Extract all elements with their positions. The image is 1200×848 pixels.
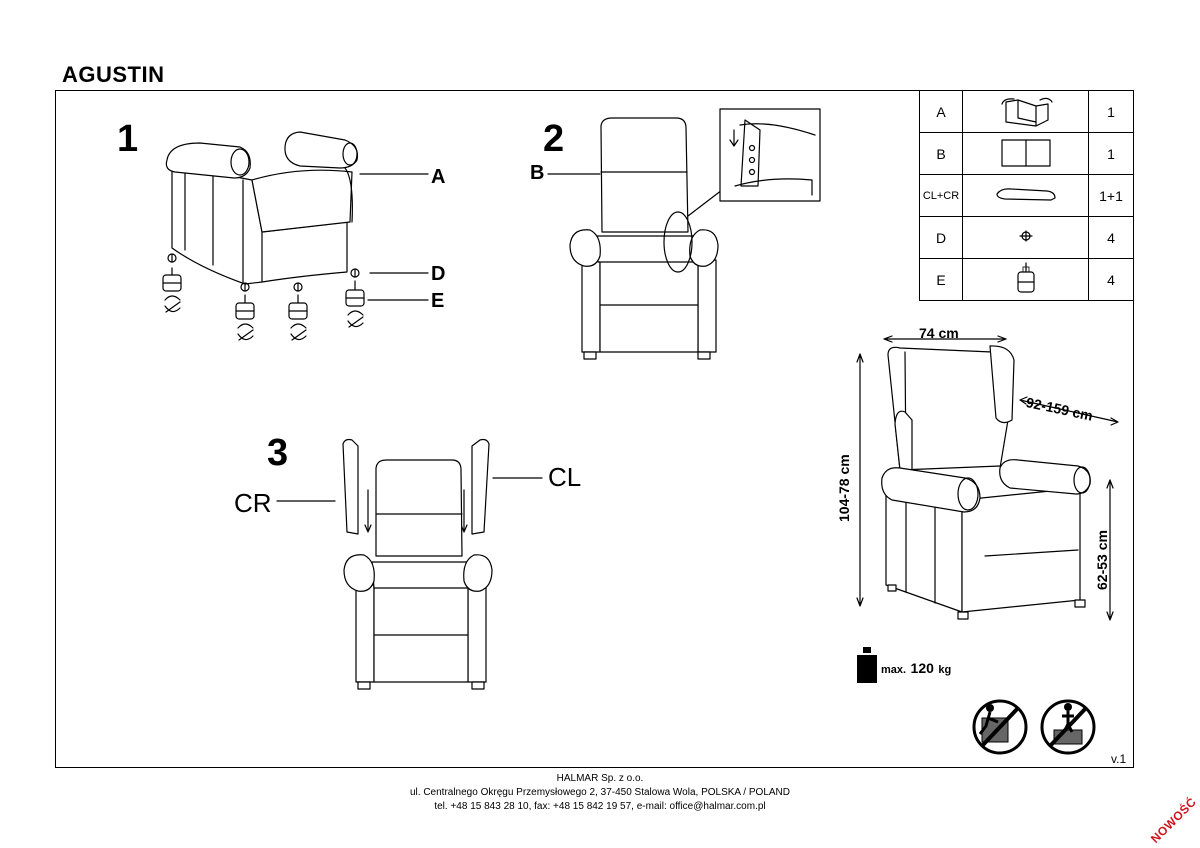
step-3-number: 3: [267, 432, 289, 474]
parts-row-e: E 4: [919, 258, 1134, 301]
label-e: E: [431, 290, 445, 312]
part-code: E: [919, 258, 963, 301]
weight-unit: kg: [938, 664, 952, 676]
instruction-frame: [55, 90, 1134, 768]
screw-d-3: [293, 282, 303, 292]
label-cl: CL: [548, 462, 582, 492]
screw-d-4: [350, 268, 360, 278]
parts-row-a: A 1: [919, 90, 1134, 133]
weight-max-label: max.: [881, 664, 907, 676]
version-label: v.1: [1111, 752, 1127, 766]
weight-value: 120: [910, 660, 934, 676]
part-code: CL+CR: [919, 174, 963, 217]
no-standing-icon: [1040, 699, 1096, 755]
parts-row-b: B 1: [919, 132, 1134, 175]
armchair-icon: [962, 90, 1089, 133]
footer: HALMAR Sp. z o.o. ul. Centralnego Okręgu…: [0, 772, 1200, 814]
label-b: B: [530, 162, 545, 184]
label-d: D: [431, 263, 446, 285]
step-1-number: 1: [117, 118, 139, 160]
label-a: A: [431, 166, 446, 188]
side-wing-icon: [962, 174, 1089, 217]
screw-d-1: [167, 253, 177, 263]
step-2-number: 2: [543, 118, 565, 160]
footer-company: HALMAR Sp. z o.o.: [556, 773, 644, 784]
foot-e-2: [235, 294, 255, 341]
screw-d-2: [240, 282, 250, 292]
foot-icon: [962, 258, 1089, 301]
screw-icon: [962, 216, 1089, 259]
parts-row-d: D 4: [919, 216, 1134, 259]
parts-table: A 1 B 1 CL+CR 1+1 D: [919, 90, 1134, 301]
label-cr: CR: [234, 488, 272, 518]
foot-e-3: [288, 294, 308, 341]
foot-e-4: [345, 280, 365, 328]
part-qty: 4: [1088, 258, 1134, 301]
no-climbing-icon: [972, 699, 1028, 755]
dimension-width: 74 cm: [919, 325, 959, 341]
part-code: D: [919, 216, 963, 259]
page-title: AGUSTIN: [62, 62, 165, 87]
footer-contact: tel. +48 15 843 28 10, fax: +48 15 842 1…: [434, 801, 766, 812]
weight-limit: max. 120 kg: [881, 660, 951, 678]
footer-address: ul. Centralnego Okręgu Przemysłowego 2, …: [409, 787, 790, 798]
foot-e-1: [162, 267, 182, 313]
part-qty: 1+1: [1088, 174, 1134, 217]
parts-row-cl-cr: CL+CR 1+1: [919, 174, 1134, 217]
part-qty: 4: [1088, 216, 1134, 259]
